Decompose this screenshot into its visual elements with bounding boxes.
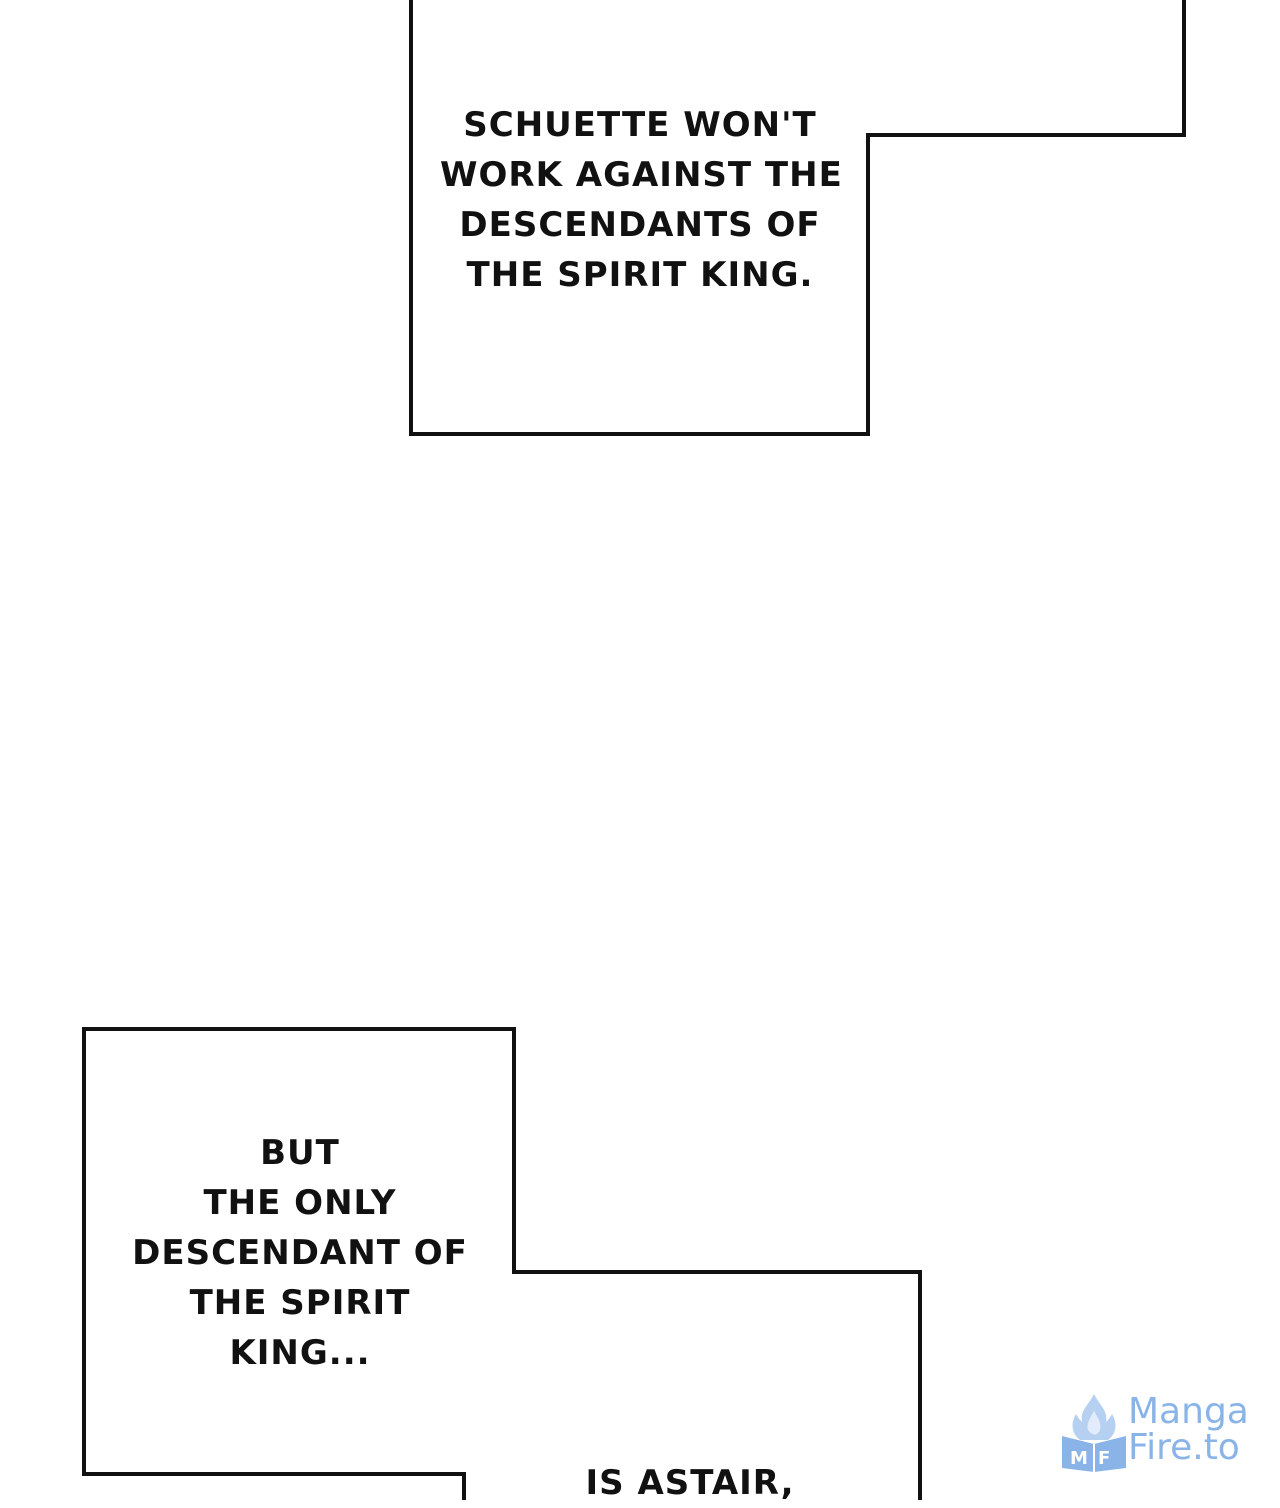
caption-line: SCHUETTE WON'T <box>463 105 817 145</box>
watermark-line-2: Fire.to <box>1128 1427 1240 1468</box>
mangafire-flame-book-icon: M F <box>1062 1394 1126 1472</box>
caption-line: WORK AGAINST THE <box>440 155 843 195</box>
mangafire-watermark: M F Manga Fire.to <box>1058 1392 1258 1472</box>
svg-text:F: F <box>1098 1448 1110 1469</box>
caption-line: IS ASTAIR, <box>585 1463 795 1503</box>
watermark-line-1: Manga <box>1128 1391 1249 1432</box>
watermark-text: Manga Fire.to <box>1128 1394 1249 1466</box>
narration-caption-1: SCHUETTE WON'T WORK AGAINST THE DESCENDA… <box>440 100 843 300</box>
narration-caption-3: IS ASTAIR, <box>560 1458 820 1508</box>
caption-line: DESCENDANT OF <box>132 1233 468 1273</box>
caption-line: KING... <box>229 1333 371 1373</box>
caption-line: DESCENDANTS OF <box>459 205 821 245</box>
caption-box-2-border <box>82 1027 922 1500</box>
svg-text:M: M <box>1070 1448 1088 1469</box>
caption-line: THE SPIRIT KING. <box>466 255 814 295</box>
caption-line: BUT <box>260 1133 340 1173</box>
caption-line: THE SPIRIT <box>189 1283 411 1323</box>
caption-box-1-border <box>409 0 1186 436</box>
narration-caption-2: BUT THE ONLY DESCENDANT OF THE SPIRIT KI… <box>120 1128 480 1378</box>
caption-line: THE ONLY <box>203 1183 397 1223</box>
